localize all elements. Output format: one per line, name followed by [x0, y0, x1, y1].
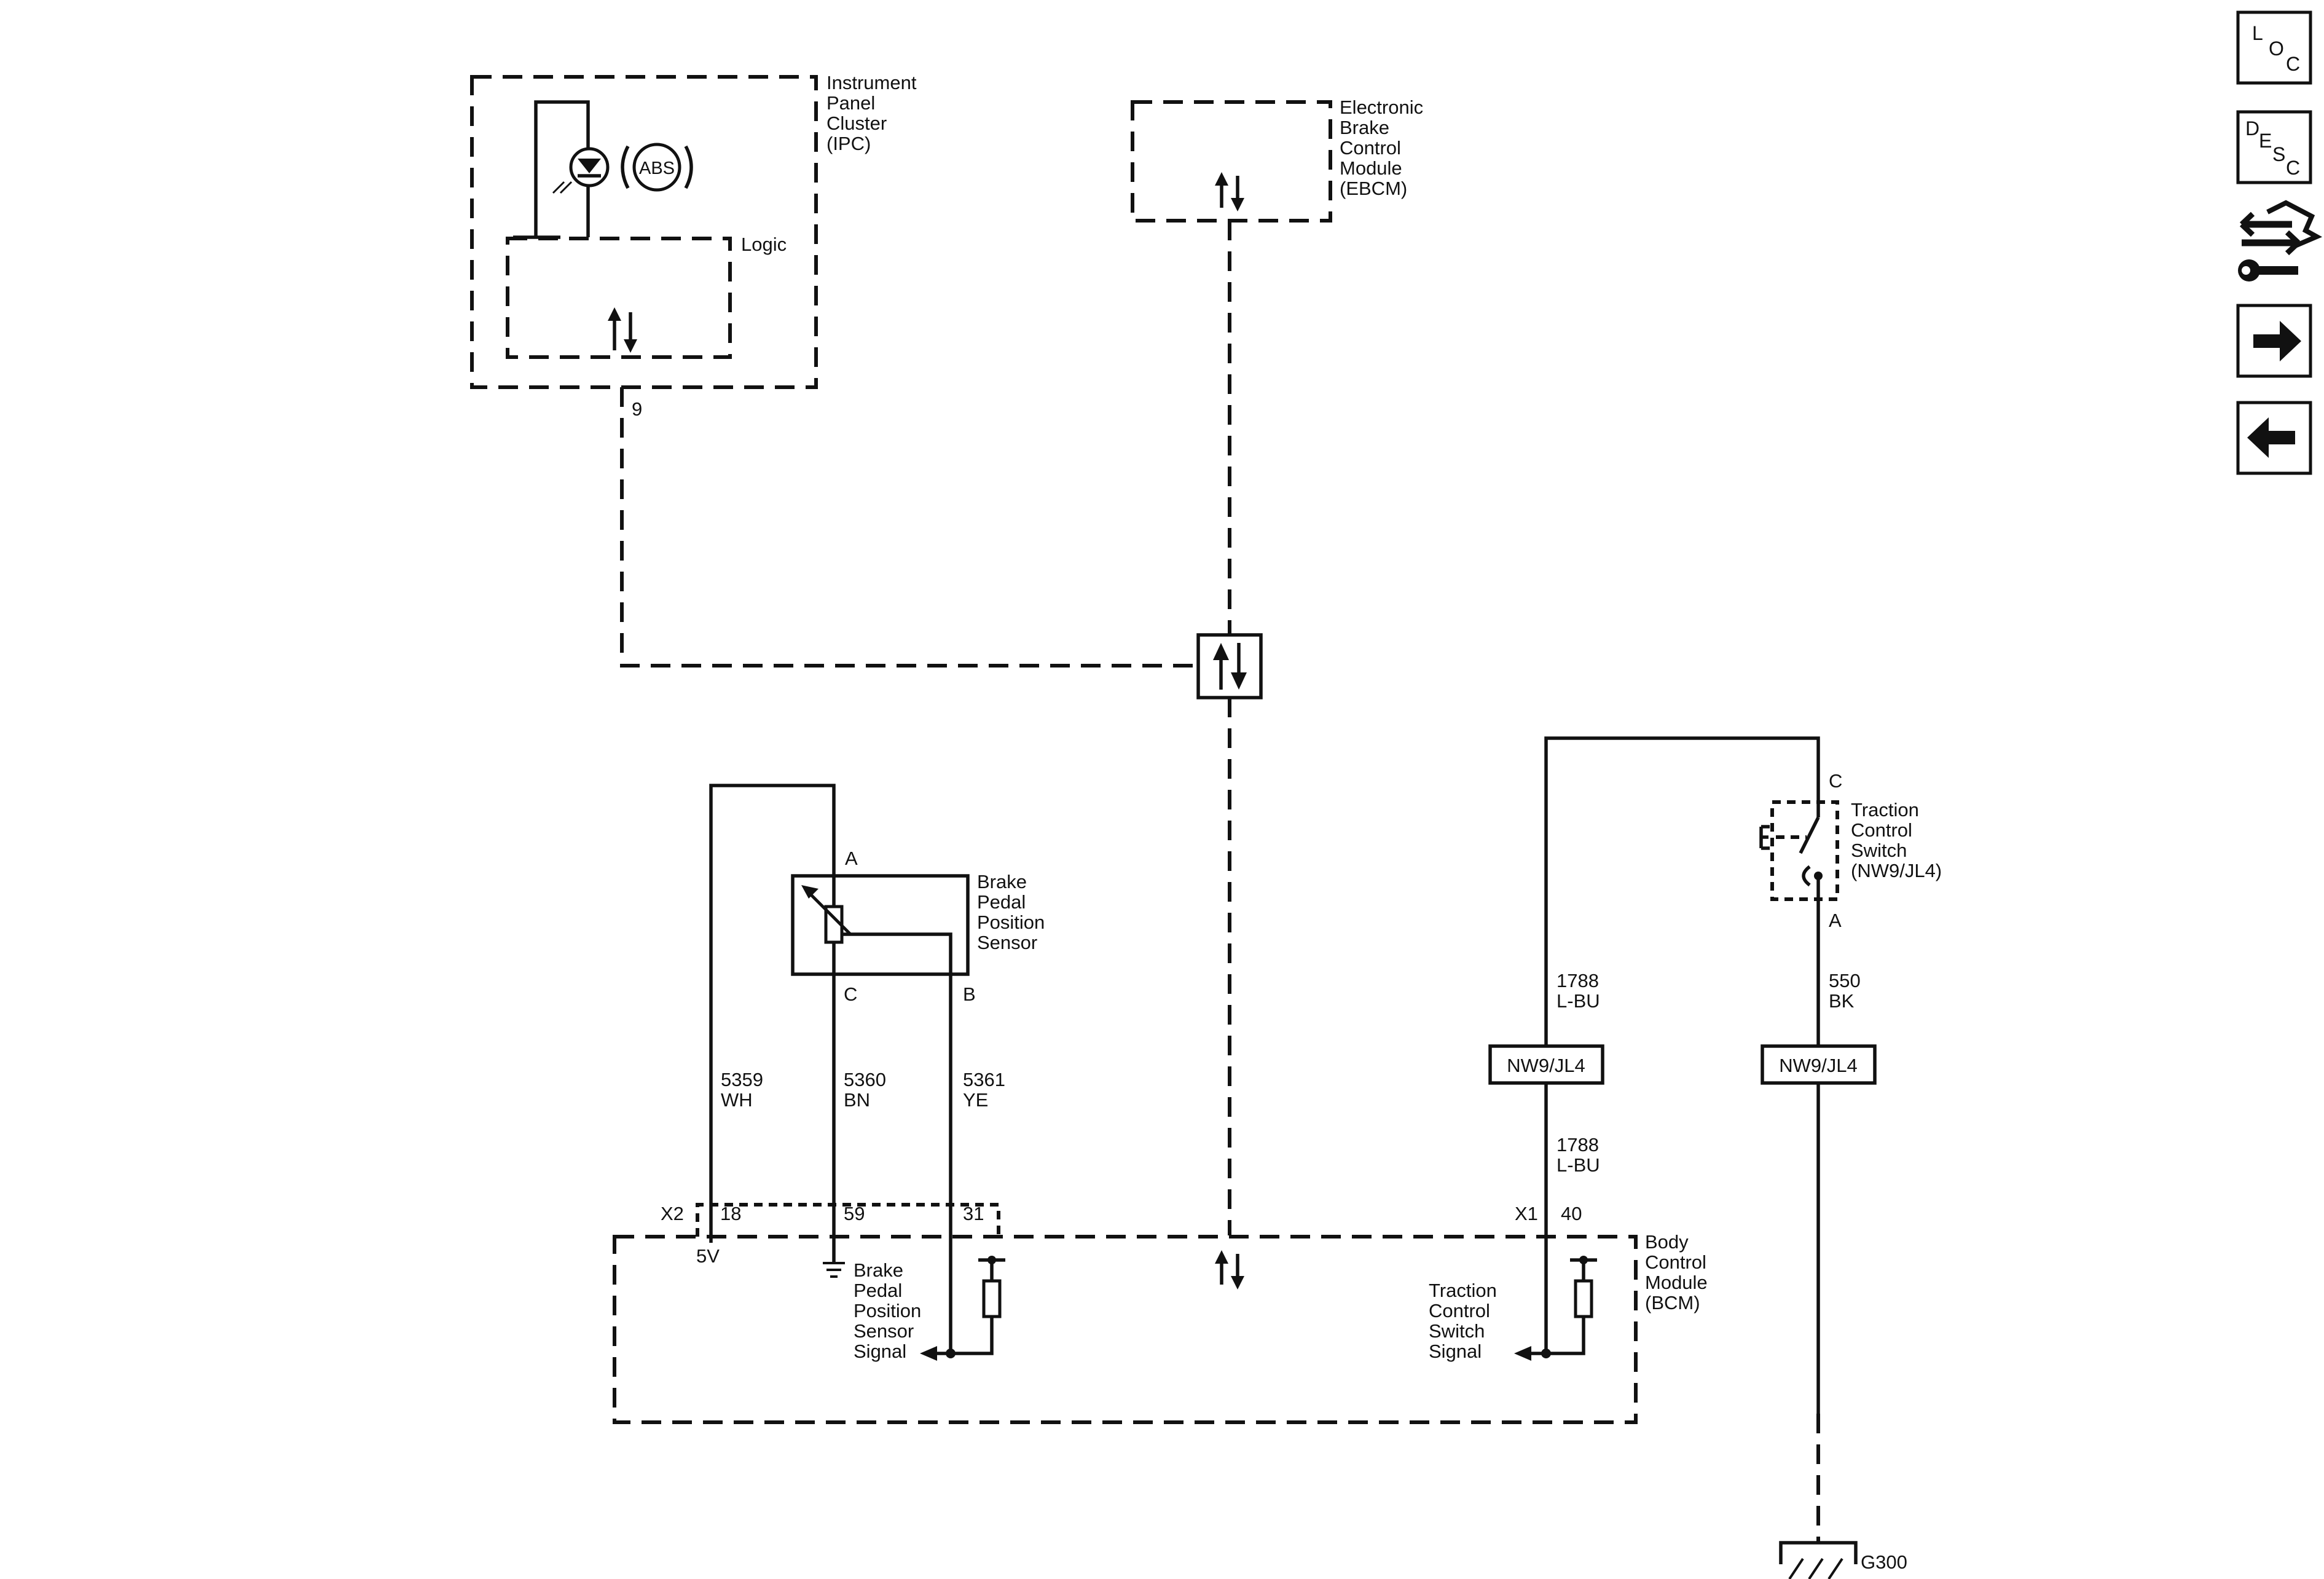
bcm-pin-18: 18 — [720, 1203, 741, 1224]
bcm-connector-x1: X1 — [1515, 1203, 1538, 1224]
wire-550-label: 550 BK — [1829, 970, 1866, 1012]
ebcm-serial-data-arrows-icon — [1215, 172, 1244, 211]
bcm-tcs-signal-label: Traction Control Switch Signal — [1429, 1280, 1502, 1362]
abs-indicator-lamp-icon — [552, 147, 610, 194]
wire-5359-label: 5359 WH — [721, 1069, 769, 1111]
loc-icon: L O C — [2252, 22, 2300, 75]
arrow-left-icon — [2247, 417, 2295, 458]
ebcm-module: Electronic Brake Control Module (EBCM) — [1131, 96, 1429, 222]
brake-pedal-position-sensor: Brake Pedal Position Sensor A C B 5359 W… — [709, 784, 1050, 1353]
bcm-module: X2 18 59 31 5V Brake Pedal Position Sens… — [613, 1203, 1713, 1424]
option-box-right — [1761, 1044, 1877, 1085]
ground-g300: G300 — [1779, 1541, 1907, 1579]
tcs-pullup-resistor-icon — [1514, 1237, 1597, 1361]
option-box-left — [1488, 1044, 1604, 1085]
connector-wrench-button[interactable] — [2238, 200, 2323, 282]
bpps-pin-a: A — [845, 848, 858, 869]
ipc-name: Instrument Panel Cluster (IPC) — [826, 72, 922, 154]
connector-wrench-icon — [2238, 200, 2323, 282]
next-page-button[interactable] — [2236, 304, 2312, 378]
bpps-pullup-resistor-icon — [920, 1256, 1005, 1361]
wire-5360-label: 5360 BN — [844, 1069, 892, 1111]
abs-symbol-label: ABS — [639, 159, 675, 178]
bcm-pin-59: 59 — [844, 1203, 865, 1224]
loc-button[interactable]: L O C — [2236, 10, 2312, 85]
arrow-right-icon — [2253, 321, 2301, 361]
wire-550: NW9/JL4 550 BK — [1761, 970, 1877, 1543]
ipc-logic-label: Logic — [741, 234, 787, 255]
bpps-pin-c: C — [844, 983, 857, 1005]
wire-1788: NW9/JL4 1788 L-BU 1788 L-BU — [1488, 970, 1604, 1176]
bcm-pin-40: 40 — [1561, 1203, 1582, 1224]
desc-button[interactable]: D E S C — [2236, 110, 2312, 184]
bcm-pin-31: 31 — [963, 1203, 984, 1224]
bpps-pin-b: B — [963, 983, 976, 1005]
bcm-connector-x2: X2 — [661, 1203, 684, 1224]
traction-control-switch: Traction Control Switch (NW9/JL4) C A — [1544, 736, 1942, 1237]
ipc-module: ABS Instrument Panel Cluster (IPC) Logic… — [470, 72, 922, 420]
bcm-ground-icon — [823, 1262, 845, 1278]
splice-pack-arrows-icon — [1213, 643, 1247, 690]
tcs-pin-c: C — [1829, 770, 1842, 792]
ground-label: G300 — [1861, 1551, 1907, 1573]
desc-icon: D E S C — [2245, 117, 2300, 179]
serial-data-bus — [620, 221, 1263, 1235]
bcm-serial-data-arrows-icon — [1215, 1250, 1244, 1290]
wire-5361-label: 5361 YE — [963, 1069, 1011, 1111]
serial-data-splice-pack — [1196, 633, 1263, 699]
bcm-bpps-signal-label: Brake Pedal Position Sensor Signal — [854, 1259, 927, 1362]
bpps-name: Brake Pedal Position Sensor — [977, 871, 1050, 953]
option-right-label: NW9/JL4 — [1779, 1055, 1857, 1076]
ipc-serial-data-arrows-icon — [608, 307, 637, 353]
previous-page-button[interactable] — [2236, 401, 2312, 475]
bcm-name: Body Control Module (BCM) — [1645, 1231, 1713, 1313]
wire-1788-bottom-label: 1788 L-BU — [1557, 1134, 1604, 1176]
abs-symbol-icon: ABS — [621, 143, 693, 192]
ebcm-name: Electronic Brake Control Module (EBCM) — [1340, 96, 1429, 199]
option-left-label: NW9/JL4 — [1507, 1055, 1585, 1076]
nav-panel: L O C D E S C — [2236, 10, 2323, 475]
ipc-pin-9: 9 — [632, 398, 642, 420]
tcs-pin-a: A — [1829, 910, 1842, 931]
wire-1788-top-label: 1788 L-BU — [1557, 970, 1604, 1012]
bcm-5v-label: 5V — [696, 1245, 720, 1267]
tcs-name: Traction Control Switch (NW9/JL4) — [1851, 799, 1942, 881]
